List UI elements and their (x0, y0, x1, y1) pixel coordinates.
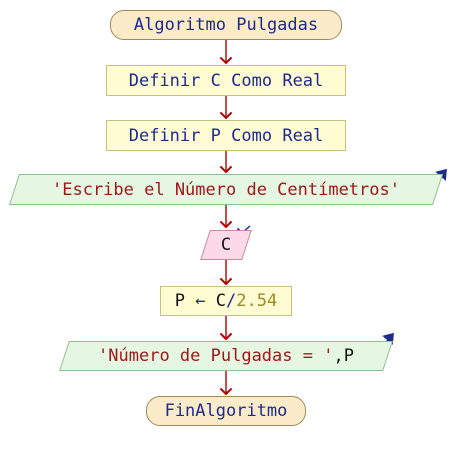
assign-expr-var: C (215, 291, 227, 311)
assign-op: / (226, 291, 237, 311)
write-result-output[interactable]: 'Número de Pulgadas = ',P (59, 341, 393, 371)
define-var: P (210, 125, 221, 146)
define-p-process[interactable]: Definir P Como Real (106, 120, 346, 151)
assign-number: 2.54 (236, 291, 278, 311)
assign-process[interactable]: P ← C/2.54 (160, 286, 292, 316)
assign-target: P (174, 291, 186, 311)
result-var: P (343, 346, 354, 366)
type-keyword: Real (282, 70, 324, 91)
end-terminal[interactable]: FinAlgoritmo (146, 396, 306, 426)
read-var: C (220, 235, 232, 255)
end-keyword: FinAlgoritmo (164, 401, 288, 421)
result-string: 'Número de Pulgadas = ' (98, 346, 334, 366)
result-separator: , (333, 346, 344, 366)
como-keyword: Como (231, 70, 273, 91)
define-var: C (210, 70, 221, 91)
define-c-process[interactable]: Definir C Como Real (106, 65, 346, 96)
assign-arrow-icon: ← (195, 291, 206, 311)
start-terminal[interactable]: Algoritmo Pulgadas (110, 10, 342, 40)
write-prompt-output[interactable]: 'Escribe el Número de Centímetros' (8, 174, 444, 205)
read-c-input[interactable]: C (200, 230, 252, 260)
start-keyword: Algoritmo (133, 15, 226, 35)
define-keyword: Definir (128, 125, 201, 146)
prompt-string: 'Escribe el Número de Centímetros' (52, 179, 400, 200)
como-keyword: Como (231, 125, 273, 146)
type-keyword: Real (282, 125, 324, 146)
algorithm-name: Pulgadas (236, 15, 319, 35)
define-keyword: Definir (128, 70, 201, 91)
